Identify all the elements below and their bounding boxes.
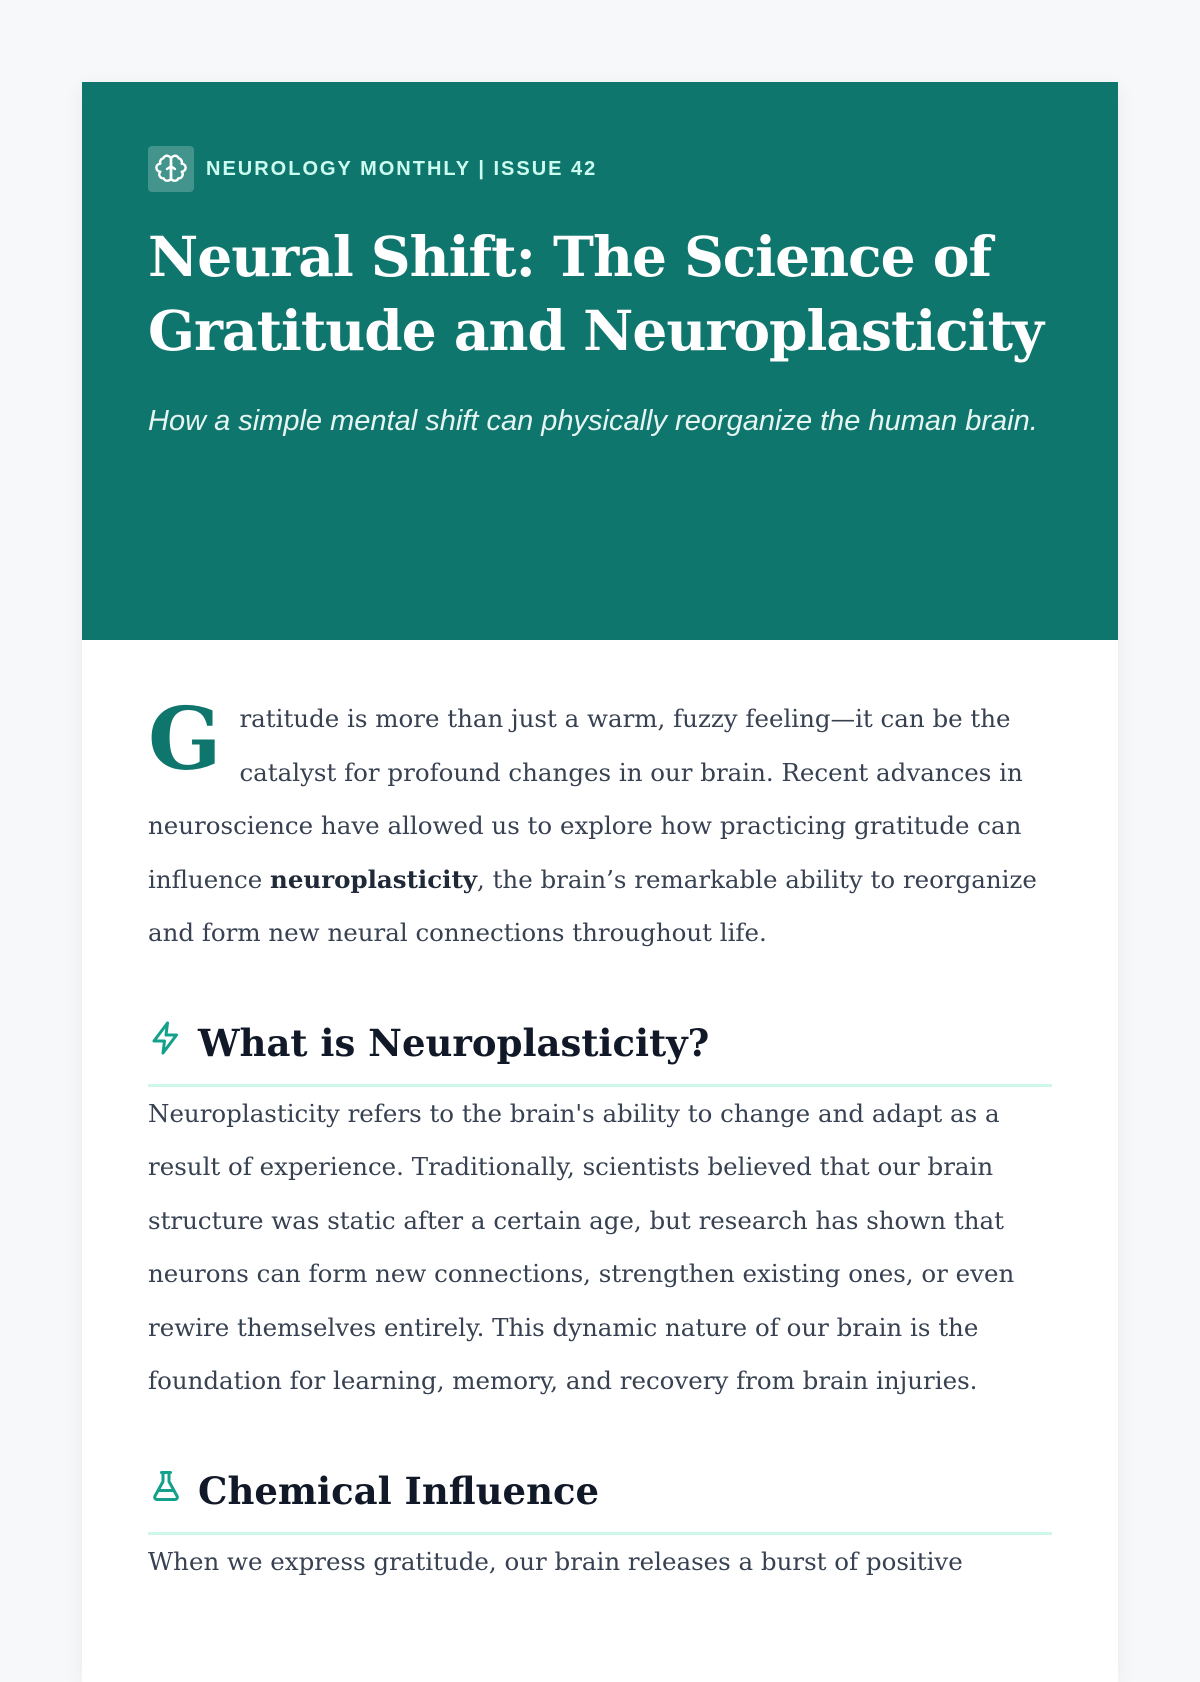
section-heading-text: What is Neuroplasticity? — [198, 1020, 710, 1065]
publication-kicker: NEUROLOGY MONTHLY | ISSUE 42 — [148, 146, 1052, 192]
section-paragraph: When we express gratitude, our brain rel… — [148, 1546, 963, 1576]
section-paragraph: Neuroplasticity refers to the brain's ab… — [148, 1098, 1015, 1396]
section-heading: Chemical Influence — [148, 1466, 1052, 1535]
flask-icon — [148, 1466, 184, 1516]
brain-icon — [148, 146, 194, 192]
kicker-text: NEUROLOGY MONTHLY | ISSUE 42 — [206, 157, 598, 180]
drop-cap: G — [148, 689, 222, 790]
lightning-icon — [148, 1018, 184, 1068]
intro-text-end: , the brain’s remarkable ability to reor… — [148, 864, 1037, 948]
intro-text: ratitude is more than just a warm, fuzzy… — [148, 704, 1023, 894]
section-heading-text: Chemical Influence — [198, 1468, 600, 1513]
article-card: NEUROLOGY MONTHLY | ISSUE 42 Neural Shif… — [82, 82, 1118, 1682]
intro-bold-term: neuroplasticity — [270, 864, 478, 894]
page-title: Neural Shift: The Science of Gratitude a… — [148, 224, 1044, 363]
article-header: NEUROLOGY MONTHLY | ISSUE 42 Neural Shif… — [82, 82, 1118, 640]
section-heading: What is Neuroplasticity? — [148, 1018, 1052, 1087]
subtitle: How a simple mental shift can physically… — [148, 405, 1038, 437]
